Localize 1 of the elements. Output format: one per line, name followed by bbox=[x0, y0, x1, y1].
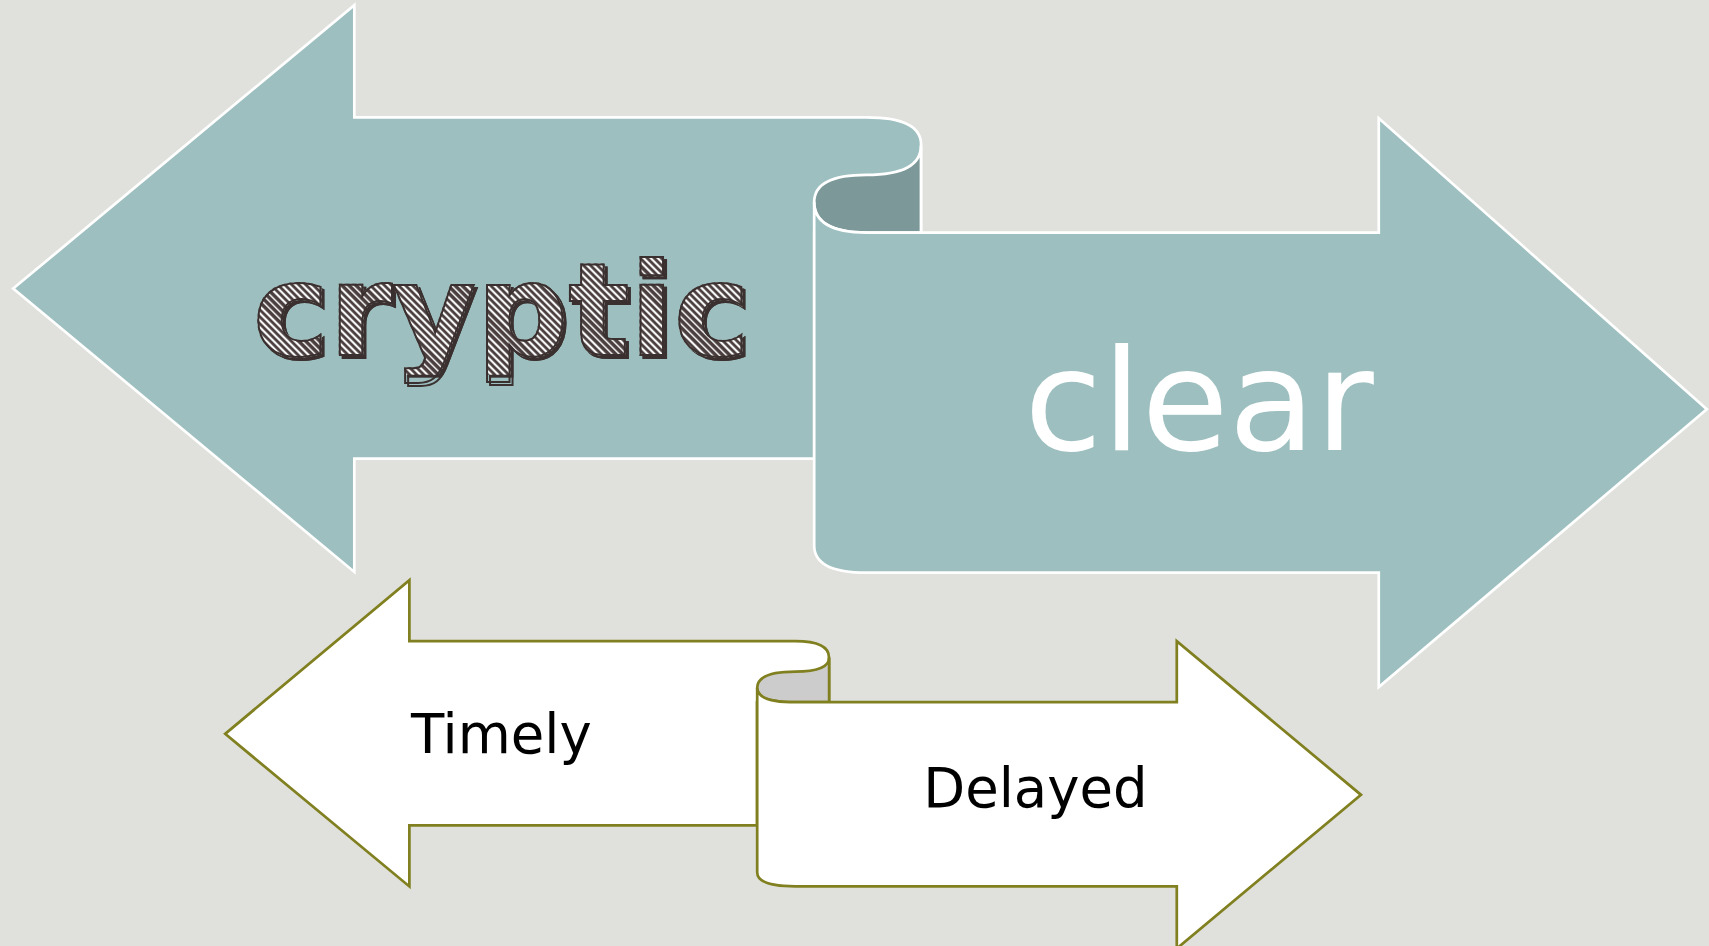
arrow-label: clear bbox=[1024, 330, 1374, 472]
